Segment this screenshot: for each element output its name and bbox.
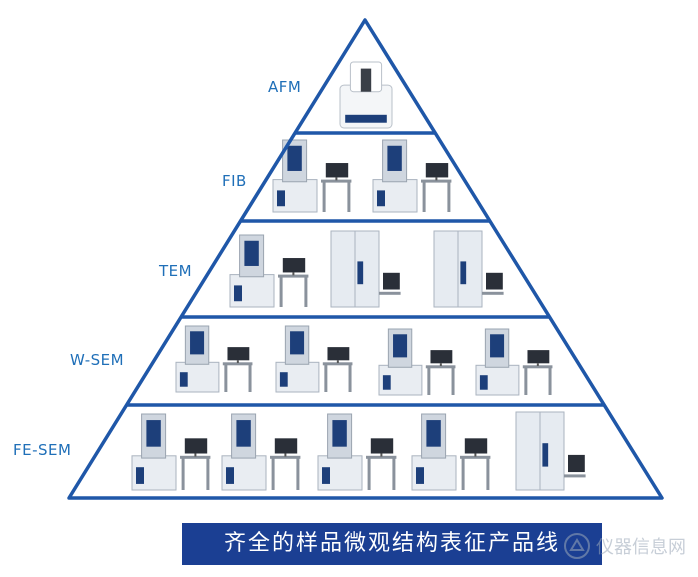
- pyramid-triangle: [67, 18, 664, 500]
- instrument-image: [330, 230, 401, 308]
- tier-label-fe-sem: FE-SEM: [13, 441, 72, 459]
- instrument-image: [372, 139, 452, 213]
- instrument-image: [272, 139, 352, 213]
- watermark-text: 仪器信息网: [596, 537, 686, 558]
- instrument-image: [229, 234, 309, 308]
- instrument-image: [475, 328, 553, 396]
- instrument-image: [433, 230, 504, 308]
- instrument-image: [275, 325, 353, 393]
- watermark: 仪器信息网: [562, 528, 694, 564]
- instrument-image: [339, 61, 393, 129]
- tier-label-w-sem: W-SEM: [70, 351, 125, 369]
- tier-label-afm: AFM: [268, 78, 302, 96]
- pyramid-outline: [67, 18, 664, 500]
- instrument-image: [411, 413, 491, 491]
- instrument-image: [378, 328, 456, 396]
- instrument-images: [131, 61, 586, 491]
- watermark-logo-icon: [564, 533, 590, 559]
- instrument-image: [515, 411, 586, 491]
- tier-label-tem: TEM: [159, 262, 193, 280]
- product-line-banner: 齐全的样品微观结构表征产品线: [182, 523, 602, 565]
- instrument-image: [221, 413, 301, 491]
- instrument-image: [175, 325, 253, 393]
- tier-label-fib: FIB: [222, 172, 247, 190]
- instrument-image: [131, 413, 211, 491]
- instrument-image: [317, 413, 397, 491]
